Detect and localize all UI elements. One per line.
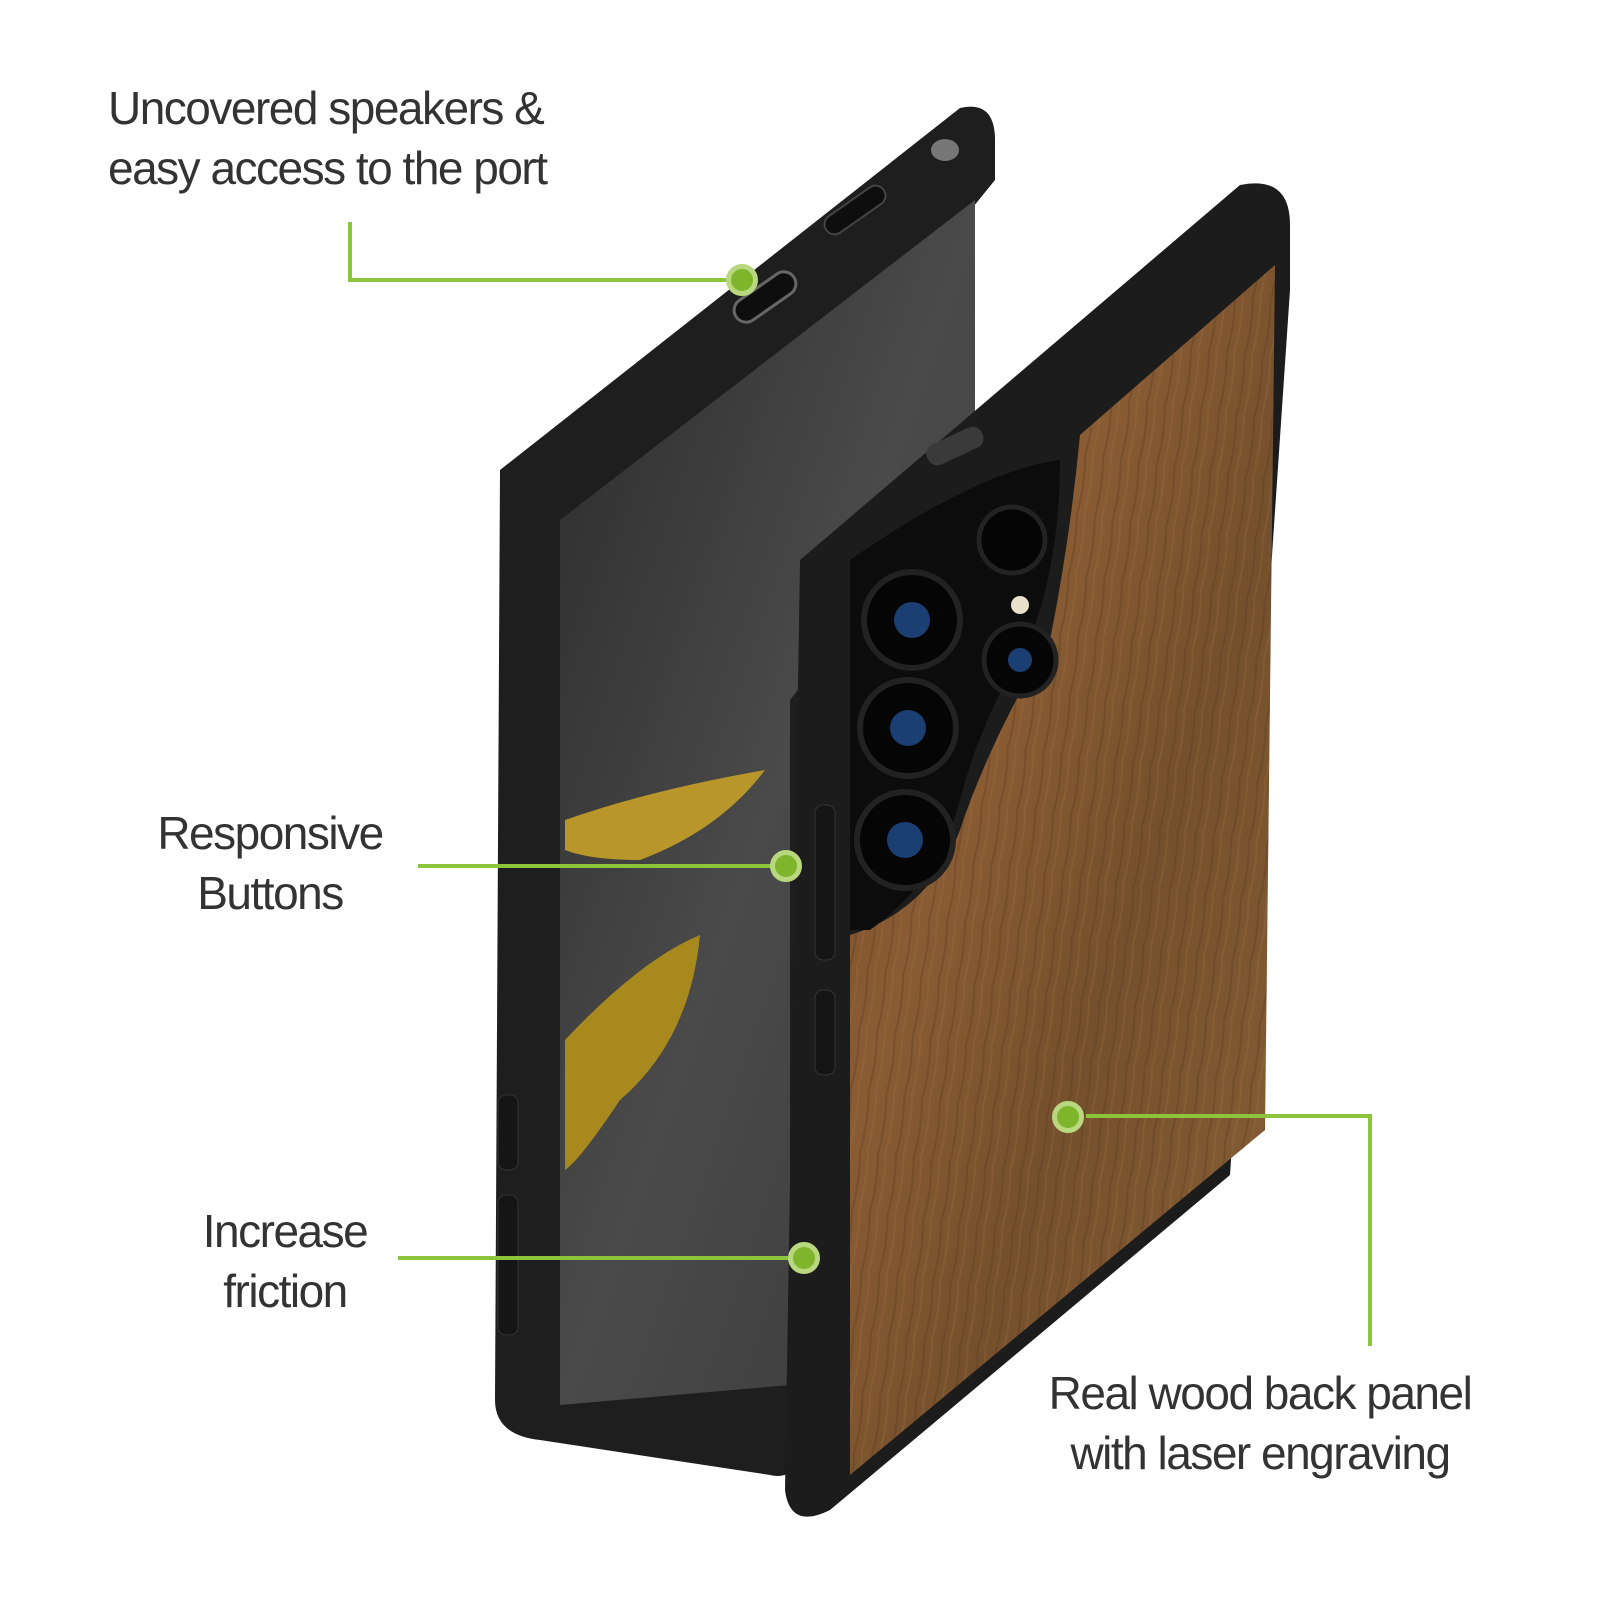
speakers-connector-vertical (348, 222, 352, 282)
wood-callout: Real wood back panel with laser engravin… (1010, 1363, 1510, 1483)
buttons-callout-line-1: Responsive (157, 807, 384, 859)
buttons-callout-line-2: Buttons (197, 867, 344, 919)
buttons-marker-dot (770, 850, 802, 882)
wood-callout-line-2: with laser engraving (1070, 1427, 1451, 1479)
friction-callout: Increase friction (180, 1201, 390, 1321)
speakers-callout: Uncovered speakers & easy access to the … (108, 78, 548, 198)
speakers-marker-dot (726, 264, 758, 296)
buttons-callout: Responsive Buttons (140, 803, 400, 923)
speakers-callout-line-2: easy access to the port (108, 142, 548, 194)
friction-callout-line-1: Increase (202, 1205, 369, 1257)
camera-lenses (854, 504, 1059, 891)
speakers-callout-line-1: Uncovered speakers & (108, 82, 545, 134)
speakers-connector-horizontal (348, 278, 740, 282)
buttons-connector (418, 864, 784, 868)
wood-marker-dot (1052, 1101, 1084, 1133)
wood-connector-vertical (1368, 1114, 1372, 1346)
wood-callout-line-1: Real wood back panel (1048, 1367, 1473, 1419)
friction-connector (398, 1256, 802, 1260)
friction-marker-dot (788, 1242, 820, 1274)
friction-callout-line-2: friction (223, 1265, 348, 1317)
back-phone (785, 183, 1290, 1517)
wood-connector-horizontal (1086, 1114, 1372, 1118)
